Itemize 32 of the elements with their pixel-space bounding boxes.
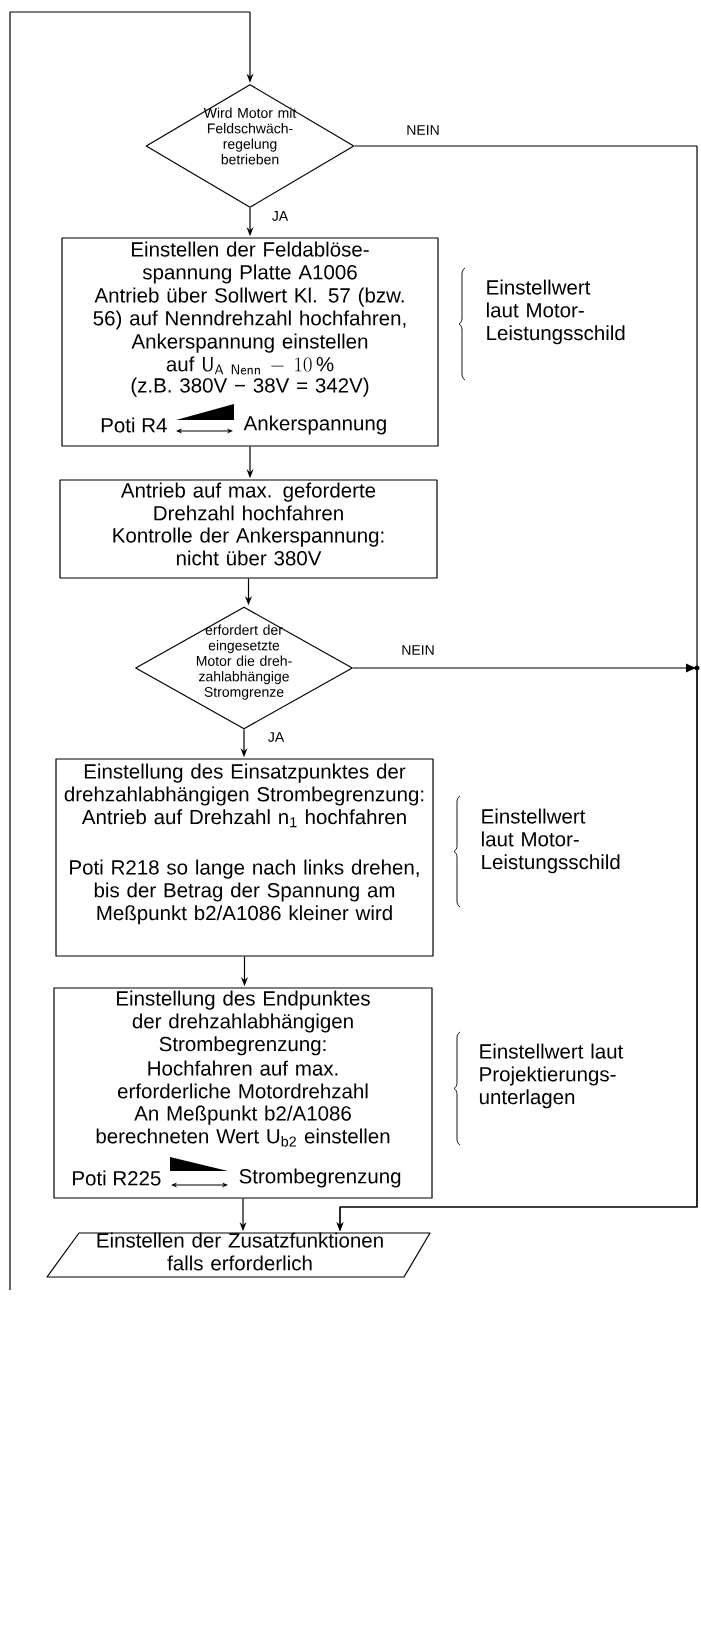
instruction-text: Poti R4	[101, 417, 167, 433]
instruction-text: Antrieb auf max. geforderte Drehzahl hochfahren	[120, 482, 376, 521]
instruction-text: Ankerspannung	[243, 415, 386, 435]
instruction-text: Strombegrenzung	[239, 1168, 401, 1188]
instruction-text: Wird Motor mit Feldschwäch- regelung betrieben	[203, 107, 297, 165]
process-box	[55, 758, 434, 957]
process-box	[53, 987, 433, 1199]
instruction-text: Einstellung des Endpunktes der drehzahlabhängigen Strombegrenzung:	[117, 990, 370, 1056]
edge-label: JA	[266, 731, 286, 743]
process-box	[61, 237, 439, 447]
decision-diamond	[135, 606, 353, 730]
note-text: Einstellwert laut Projektierungs- unterlagen	[479, 1043, 624, 1109]
instruction-text: (z.B. 380V − 38V = 342V)	[131, 377, 369, 397]
instruction-text: An Meßpunkt b2/A1086 berechneten Wert U$_{b2}$ einstellen	[96, 1105, 390, 1147]
process-box	[59, 479, 438, 579]
edge-label: JA	[270, 210, 290, 222]
instruction-text: Poti R218 so lange nach links drehen, bis der Betrag der Spannung am Meßpunkt b2/A1086 kleiner wird	[70, 859, 419, 925]
instruction-text: Poti R225	[73, 1170, 161, 1186]
io-parallelogram	[46, 1232, 431, 1278]
instruction-text: Kontrolle der Ankerspannung: nicht über 380V	[113, 527, 384, 566]
instruction-text: Hochfahren auf max. erforderliche Motordrehzahl	[117, 1060, 368, 1099]
instruction-text: Einstellen der Zusatzfunktionen falls erforderlich	[97, 1232, 383, 1271]
note-text: Einstellwert laut Motor- Leistungsschild	[482, 808, 620, 874]
instruction-text: Ankerspannung einstellen auf $\mathsf{U}_{\mathsf{A\ Nenn}} - 10\,\mathsf{\%}$	[131, 333, 368, 375]
instruction-text: Antrieb über Sollwert Kl. 57 (bzw. 56) auf Nenndrehzahl hochfahren,	[93, 287, 406, 330]
instruction-text: Einstellen der Feldablöse- spannung Platte A1006	[132, 241, 369, 284]
edge-label: NEIN	[400, 644, 436, 656]
note-text: Einstellwert laut Motor- Leistungsschild	[487, 279, 625, 345]
decision-diamond	[145, 84, 355, 208]
instruction-text: erfordert der eingesetzte Motor die dreh- zahlabhängige Stromgrenze	[196, 624, 292, 700]
edge-label: NEIN	[405, 124, 441, 136]
instruction-text: Einstellung des Einsatzpunktes der drehzahlabhängigen Strombegrenzung: Antrieb auf Drehzahl n$_{1}$ hochfahren	[64, 763, 424, 828]
